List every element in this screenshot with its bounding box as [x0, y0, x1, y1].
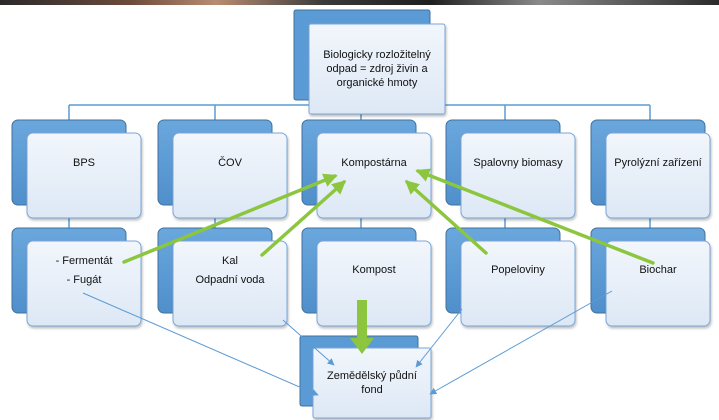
product-front-kompost: [316, 240, 432, 327]
green-arrows: [122, 168, 655, 265]
target-node-front: [312, 347, 432, 419]
source-front-spalovny: [460, 132, 576, 219]
source-row: [11, 119, 711, 219]
product-front-kal: [172, 240, 288, 327]
product-front-fermentat: [26, 240, 142, 327]
source-front-bps: [26, 132, 142, 219]
source-front-cov: [172, 132, 288, 219]
target-node: [299, 335, 432, 419]
blue-arrow-icon: [429, 290, 613, 395]
header-photo-strip: [0, 0, 719, 5]
green-arrow-icon: [260, 180, 347, 257]
blue-arrow-icon: [282, 319, 335, 366]
big-down-arrow-icon: [350, 300, 374, 354]
green-arrow-icon: [415, 168, 655, 265]
product-row: [11, 227, 711, 327]
green-arrow-icon: [122, 173, 338, 264]
blue-arrow-icon: [415, 308, 463, 368]
top-node: [293, 9, 446, 115]
product-front-popeloviny: [460, 240, 576, 327]
blue-arrows: [82, 290, 613, 396]
product-front-biochar: [605, 240, 711, 327]
green-arrow-icon: [404, 180, 488, 255]
source-front-pyrolyzni: [605, 132, 711, 219]
top-node-front: [308, 23, 446, 115]
blue-arrow-icon: [82, 292, 319, 396]
